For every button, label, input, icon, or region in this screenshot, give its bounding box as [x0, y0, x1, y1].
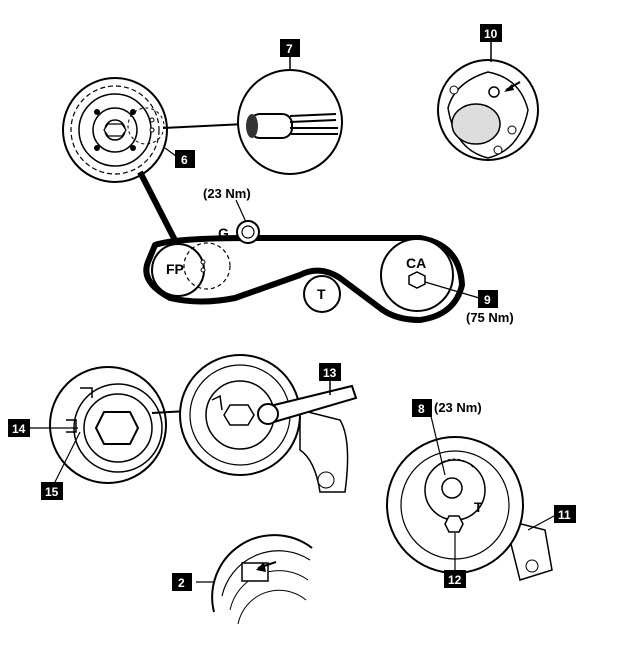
svg-text:14: 14 — [12, 422, 26, 436]
callout-12: 12 — [444, 570, 466, 588]
pulley-label-g: G — [218, 225, 229, 241]
engine-detail-10 — [437, 59, 539, 161]
svg-text:7: 7 — [286, 42, 293, 56]
pulley-label-fp: FP — [166, 261, 184, 277]
callout-8: 8 — [412, 399, 432, 417]
svg-text:11: 11 — [558, 508, 571, 522]
svg-text:6: 6 — [181, 153, 188, 167]
tensioner-wrench-detail — [179, 354, 358, 493]
tensioner-label-t: T — [474, 499, 483, 515]
torque-bolt-8: (23 Nm) — [434, 400, 482, 415]
svg-text:12: 12 — [448, 573, 462, 587]
tensioner-detail — [386, 436, 553, 581]
torque-ca: (75 Nm) — [466, 310, 514, 325]
callout-13: 13 — [319, 363, 341, 381]
svg-text:10: 10 — [484, 27, 498, 41]
svg-text:13: 13 — [323, 366, 337, 380]
timing-mark-detail-2 — [200, 533, 313, 630]
callout-2: 2 — [172, 573, 192, 591]
callout-11: 11 — [554, 505, 576, 523]
svg-text:15: 15 — [45, 485, 59, 499]
pulley-label-t: T — [317, 286, 326, 302]
belt-routing — [143, 220, 465, 323]
svg-text:8: 8 — [418, 402, 425, 416]
callout-9: 9 — [478, 290, 498, 308]
alignment-mark-detail — [49, 366, 167, 484]
torque-g: (23 Nm) — [203, 186, 251, 201]
callout-10: 10 — [480, 24, 502, 42]
svg-text:9: 9 — [484, 293, 491, 307]
callout-7: 7 — [280, 39, 300, 57]
locking-tool-detail — [237, 69, 343, 175]
callout-15: 15 — [41, 482, 63, 500]
pulley-label-ca: CA — [406, 255, 426, 271]
svg-text:2: 2 — [178, 576, 185, 590]
sprocket-detail — [62, 77, 168, 183]
callout-6: 6 — [175, 150, 195, 168]
callout-14: 14 — [8, 419, 30, 437]
